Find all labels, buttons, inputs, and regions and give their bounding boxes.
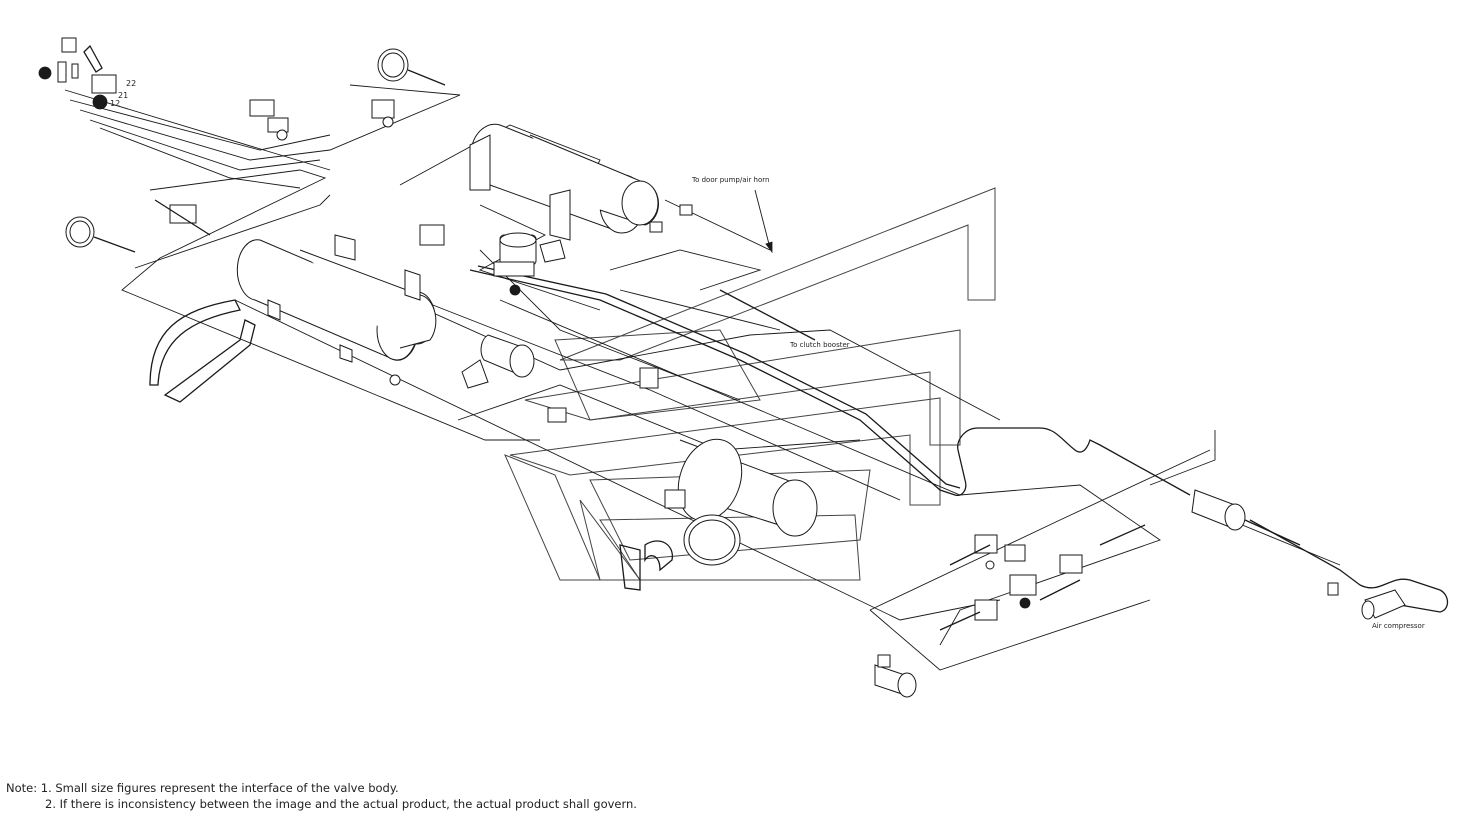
air-tank-lower-middle — [677, 438, 818, 566]
right-valve-cluster — [939, 524, 1146, 631]
valve-middle — [389, 367, 659, 423]
note-line-2: 2. If there is inconsistency between the… — [45, 797, 637, 811]
brake-chamber-left — [65, 199, 211, 253]
label-clutch-booster: To clutch booster — [789, 341, 850, 349]
note-line-1: Note: 1. Small size figures represent th… — [6, 781, 399, 795]
brake-chamber-right — [1191, 489, 1301, 546]
frame-bracket-left — [149, 299, 256, 403]
air-compressor — [1327, 582, 1406, 620]
brake-chamber-bottom — [874, 654, 917, 698]
air-tank-small-middle — [461, 334, 535, 389]
port-label-12: 12 — [110, 99, 120, 108]
port-label-21: 21 — [118, 91, 128, 100]
clutch-booster-line — [649, 189, 816, 341]
main-supply-pipe — [469, 265, 1449, 613]
brake-chamber-top — [377, 48, 446, 86]
air-tank-twin-top — [469, 123, 660, 241]
label-door-pump: To door pump/air horn — [691, 176, 769, 184]
pipe-lines — [64, 84, 1341, 671]
frame-bracket-lower — [619, 489, 686, 591]
label-air-compressor: Air compressor — [1372, 622, 1425, 630]
valve-top-center — [249, 99, 395, 141]
port-label-22: 22 — [126, 79, 136, 88]
central-valve-cluster — [419, 224, 566, 296]
hand-brake-valve — [38, 37, 117, 110]
watermark-logo — [504, 187, 996, 581]
air-tank-left — [236, 234, 437, 363]
